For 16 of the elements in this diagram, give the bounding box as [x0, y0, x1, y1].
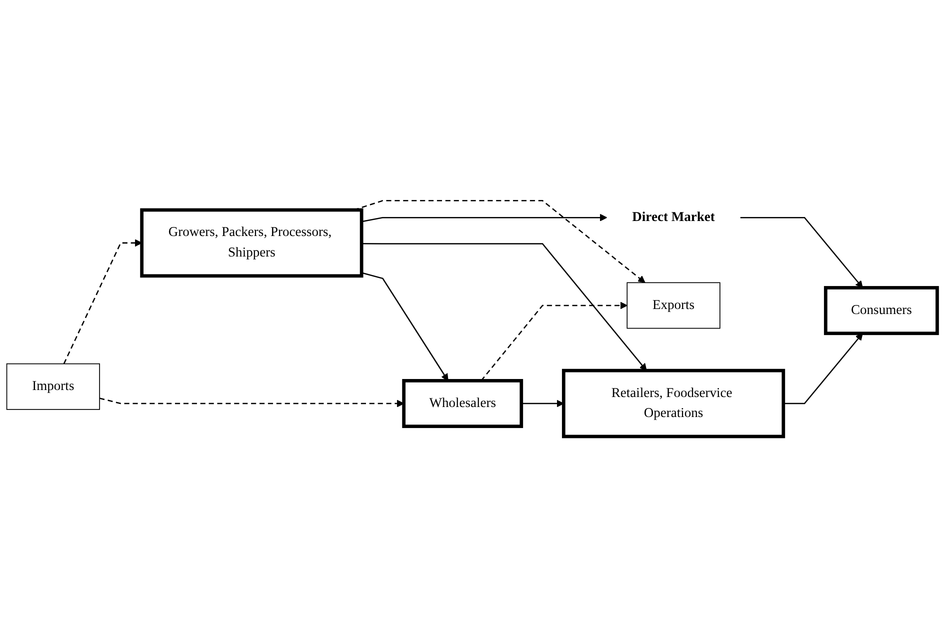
arrow — [521, 400, 564, 408]
node-box: Consumers — [824, 286, 939, 335]
arrow — [740, 216, 863, 288]
arrow — [480, 302, 628, 381]
arrow — [361, 214, 608, 222]
arrow — [783, 332, 863, 404]
node-box: Imports — [6, 363, 100, 410]
node-box: Wholesalers — [402, 378, 524, 428]
arrow — [99, 398, 404, 408]
arrow — [361, 272, 448, 381]
node-box: Growers, Packers, Processors, Shippers — [140, 208, 364, 278]
node-text: Direct Market — [632, 210, 715, 224]
arrow — [63, 239, 142, 364]
node-box: Retailers, Foodservice Operations — [562, 368, 786, 438]
arrow — [362, 242, 647, 371]
node-box: Exports — [626, 282, 720, 329]
